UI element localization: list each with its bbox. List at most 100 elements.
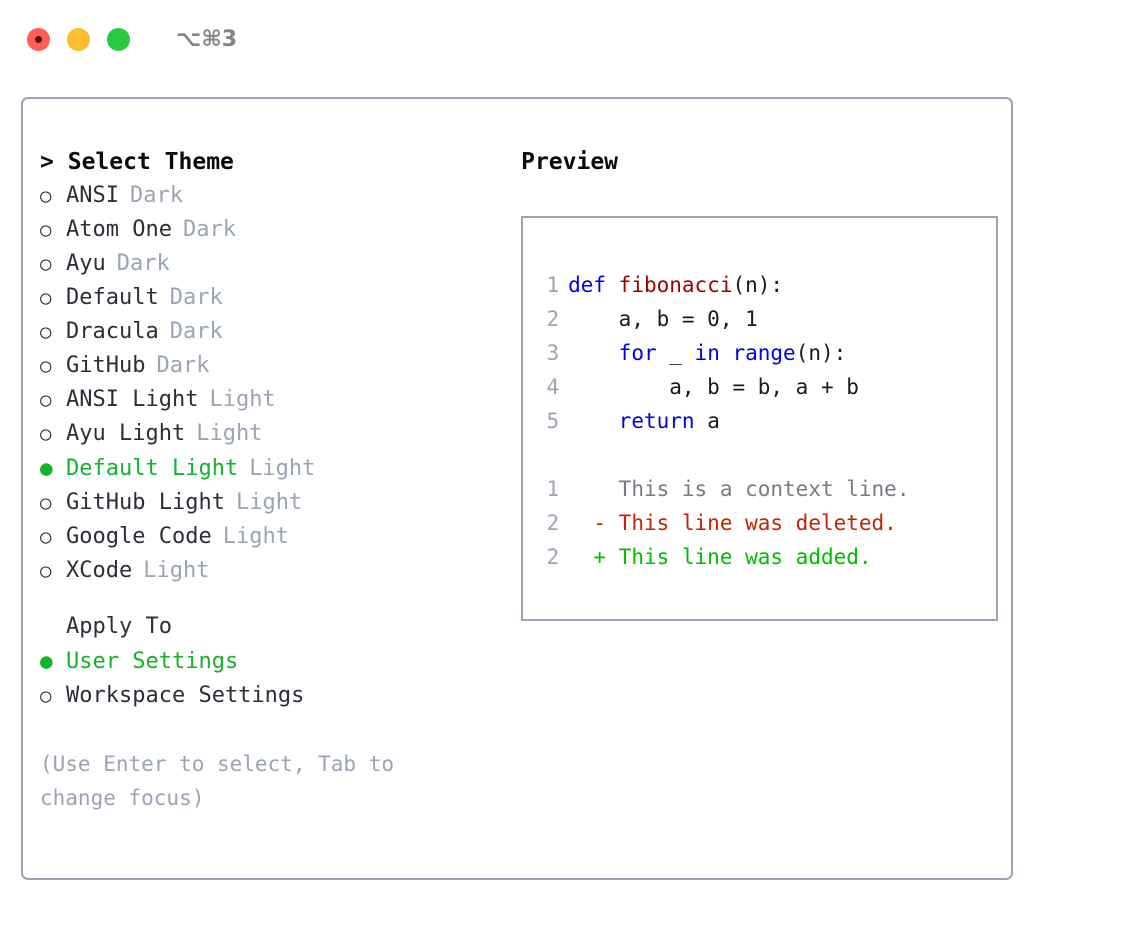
theme-option-label: Atom One <box>66 217 172 242</box>
code-token-pl: a, b = 0, 1 <box>618 307 758 331</box>
code-line-number: 2 <box>546 307 560 331</box>
theme-option-label: GitHub <box>66 353 146 378</box>
theme-option-category: Dark <box>169 319 223 344</box>
theme-option-ansi[interactable]: ○ ANSI Dark <box>40 179 501 213</box>
code-token-pl: (n): <box>732 273 784 297</box>
radio-unselected-icon: ○ <box>40 355 52 377</box>
radio-unselected-icon: ○ <box>40 685 52 707</box>
page-title: Select Theme <box>67 149 234 175</box>
theme-option-category: Dark <box>156 353 210 378</box>
code-diff-gap <box>541 438 996 472</box>
close-button[interactable] <box>27 27 50 51</box>
minimize-button[interactable] <box>67 27 90 51</box>
radio-selected-icon: ● <box>40 456 53 480</box>
theme-option-category: Light <box>249 456 316 481</box>
radio-unselected-icon: ○ <box>40 423 52 445</box>
theme-option-category: Light <box>209 387 276 412</box>
theme-option-label: Dracula <box>66 319 159 344</box>
diff-line-del: 2 - This line was deleted. <box>541 506 996 540</box>
theme-option-label: ANSI <box>66 183 119 208</box>
code-token-pl: (n): <box>795 341 847 365</box>
theme-option-label: XCode <box>66 558 133 583</box>
theme-picker-header: > Select Theme <box>40 145 501 179</box>
theme-option-ansi-light[interactable]: ○ ANSI Light Light <box>40 383 501 417</box>
code-indent <box>568 375 669 399</box>
code-indent <box>568 341 619 365</box>
recording-dot-icon <box>35 35 42 43</box>
diff-text: This is a context line. <box>618 477 910 501</box>
code-line: 2 a, b = 0, 1 <box>541 302 996 336</box>
radio-unselected-icon: ○ <box>40 253 52 275</box>
theme-option-category: Dark <box>182 217 236 242</box>
code-line-number: 3 <box>546 341 560 365</box>
radio-unselected-icon: ○ <box>40 526 52 548</box>
code-token-kw: for <box>618 341 670 365</box>
theme-option-label: Google Code <box>66 524 212 549</box>
code-token-kw: in <box>694 341 733 365</box>
diff-sign <box>568 477 619 501</box>
radio-unselected-icon: ○ <box>40 389 52 411</box>
theme-option-label: Ayu <box>66 251 106 276</box>
theme-option-category: Dark <box>129 183 183 208</box>
apply-to-option-workspace-settings[interactable]: ○ Workspace Settings <box>40 679 501 713</box>
theme-option-dracula[interactable]: ○ Dracula Dark <box>40 315 501 349</box>
theme-option-google-code[interactable]: ○ Google Code Light <box>40 520 501 554</box>
code-token-fn: fibonacci <box>618 273 733 297</box>
diff-sign: + <box>568 545 619 569</box>
theme-option-category: Light <box>196 421 263 446</box>
section-spacer <box>40 588 501 610</box>
code-indent <box>568 409 619 433</box>
radio-unselected-icon: ○ <box>40 560 52 582</box>
keyboard-shortcut-label: ⌥⌘3 <box>176 26 238 52</box>
apply-to-header-label: Apply To <box>66 614 172 639</box>
window-controls <box>27 27 130 51</box>
radio-unselected-icon: ○ <box>40 287 52 309</box>
diff-sample: 1 This is a context line.2 - This line w… <box>541 472 996 574</box>
diff-text: This line was deleted. <box>618 511 897 535</box>
code-token-kw: return <box>618 409 708 433</box>
apply-to-option-list: ●User Settings ○ Workspace Settings <box>40 644 501 713</box>
theme-option-ayu[interactable]: ○ Ayu Dark <box>40 247 501 281</box>
theme-option-category: Dark <box>169 285 223 310</box>
theme-option-category: Light <box>235 490 303 515</box>
theme-option-github[interactable]: ○ GitHub Dark <box>40 349 501 383</box>
maximize-button[interactable] <box>107 27 130 51</box>
code-token-pl: a <box>707 409 720 433</box>
code-line-number: 1 <box>546 273 560 297</box>
code-line: 1 def fibonacci(n): <box>541 268 996 302</box>
diff-line-ctx: 1 This is a context line. <box>541 472 996 506</box>
diff-sign: - <box>568 511 619 535</box>
theme-option-category: Light <box>222 524 289 549</box>
radio-unselected-icon: ○ <box>40 185 52 207</box>
code-line-number: 5 <box>546 409 560 433</box>
radio-unselected-icon: ○ <box>40 492 52 514</box>
code-token-pl: _ <box>669 341 695 365</box>
apply-to-option-label: Workspace Settings <box>66 683 305 708</box>
code-indent <box>568 307 619 331</box>
radio-unselected-icon: ○ <box>40 219 52 241</box>
code-token-pl: a, b = b, a + b <box>669 375 859 399</box>
apply-to-option-label: User Settings <box>66 649 239 674</box>
title-bar: ⌥⌘3 <box>0 0 1140 78</box>
diff-line-number: 1 <box>546 477 560 501</box>
theme-option-label: ANSI Light <box>66 387 199 412</box>
theme-option-category: Dark <box>116 251 170 276</box>
code-token-kw: def <box>568 273 619 297</box>
apply-to-option-user-settings[interactable]: ●User Settings <box>40 644 501 679</box>
preview-title: Preview <box>521 149 619 175</box>
theme-option-atom-one[interactable]: ○ Atom One Dark <box>40 213 501 247</box>
diff-line-add: 2 + This line was added. <box>541 540 996 574</box>
radio-unselected-icon: ○ <box>40 321 52 343</box>
code-line: 5 return a <box>541 404 996 438</box>
